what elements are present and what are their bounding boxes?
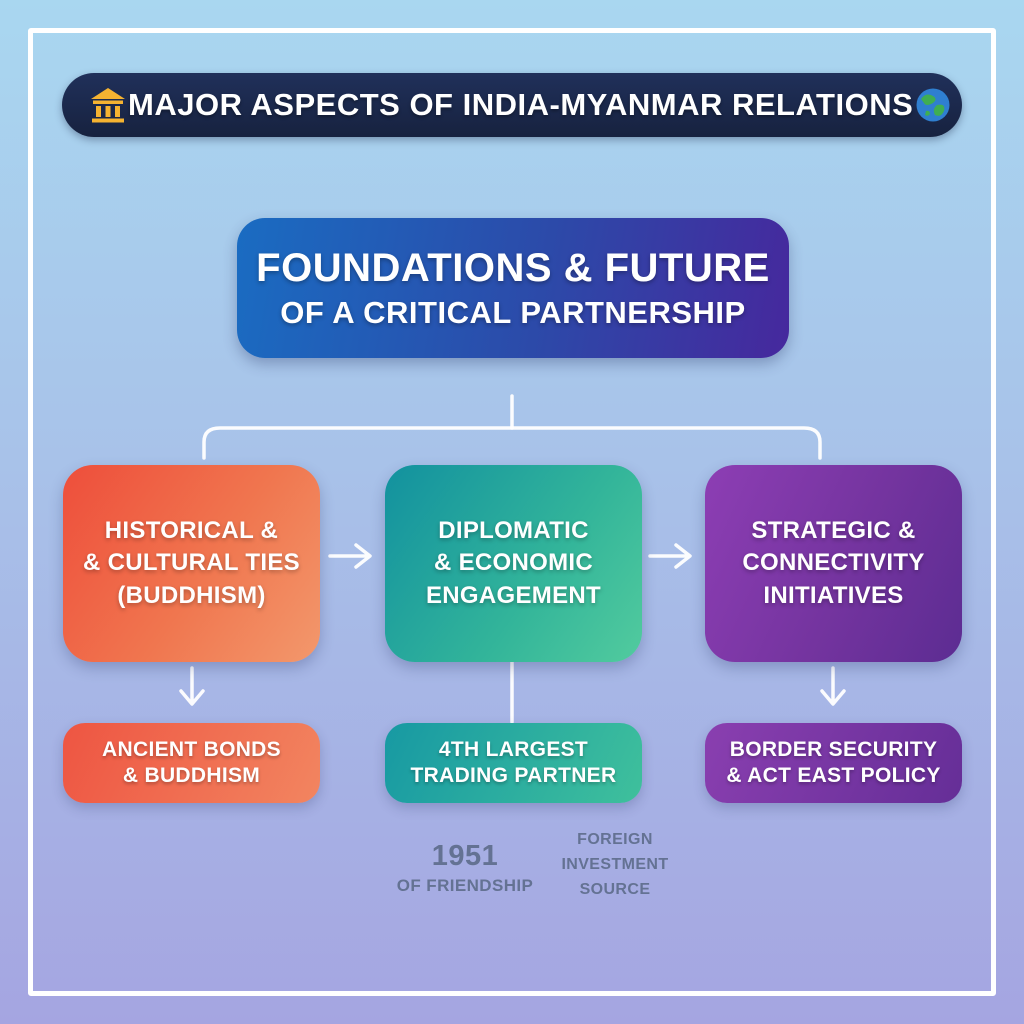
box-line: & ECONOMIC <box>434 549 593 577</box>
arrow-left-to-middle <box>328 543 372 569</box>
box-line: & CULTURAL TIES <box>83 549 300 577</box>
subbox-line: TRADING PARTNER <box>410 764 617 787</box>
box-line: (BUDDHISM) <box>117 581 266 609</box>
box-line: DIPLOMATIC <box>438 516 589 544</box>
subbox-trading-partner: 4TH LARGEST TRADING PARTNER <box>385 723 642 803</box>
arrow-middle-to-right <box>648 543 692 569</box>
footnote-line: FOREIGN <box>577 831 653 848</box>
subbox-line: ANCIENT BONDS <box>102 737 281 761</box>
subbox-ancient-bonds: ANCIENT BONDS & BUDDHISM <box>63 723 320 803</box>
header-bar: MAJOR ASPECTS OF INDIA-MYANMAR RELATIONS <box>62 73 962 137</box>
footnote-1951-year: 1951 <box>431 840 499 872</box>
box-strategic-connectivity: STRATEGIC & CONNECTIVITY INITIATIVES <box>705 465 962 662</box>
footnote-1951-label: OF FRIENDSHIP <box>396 876 534 895</box>
footnote-1951: 1951 OF FRIENDSHIP <box>385 840 545 896</box>
box-line: STRATEGIC & <box>751 516 916 544</box>
subbox-line: BORDER SECURITY <box>729 737 938 761</box>
arrow-left-down <box>179 666 205 706</box>
bracket-line <box>202 426 822 460</box>
subbox-border-security: BORDER SECURITY & ACT EAST POLICY <box>705 723 962 803</box>
box-line: INITIATIVES <box>763 581 904 609</box>
box-line: HISTORICAL & <box>104 516 279 544</box>
footnote-foreign-investment: FOREIGN INVESTMENT SOURCE <box>555 828 675 902</box>
subbox-line: & ACT EAST POLICY <box>726 764 941 787</box>
box-diplomatic-economic: DIPLOMATIC & ECONOMIC ENGAGEMENT <box>385 465 642 662</box>
main-title-line1: FOUNDATIONS & FUTURE <box>256 245 770 290</box>
subbox-line: & BUDDHISM <box>122 764 261 787</box>
main-title-box: FOUNDATIONS & FUTURE OF A CRITICAL PARTN… <box>237 218 789 358</box>
box-line: ENGAGEMENT <box>425 581 601 609</box>
page-title: MAJOR ASPECTS OF INDIA-MYANMAR RELATIONS <box>128 87 914 122</box>
box-historical-cultural: HISTORICAL & & CULTURAL TIES (BUDDHISM) <box>63 465 320 662</box>
subbox-line: 4TH LARGEST <box>438 737 589 761</box>
footnote-line: INVESTMENT <box>561 855 669 873</box>
temple-icon <box>91 88 125 123</box>
main-title-line2: OF A CRITICAL PARTNERSHIP <box>280 294 746 330</box>
arrow-right-down <box>820 666 846 706</box>
box-line: CONNECTIVITY <box>742 549 925 577</box>
footnote-line: SOURCE <box>579 880 651 898</box>
globe-icon <box>916 88 950 122</box>
